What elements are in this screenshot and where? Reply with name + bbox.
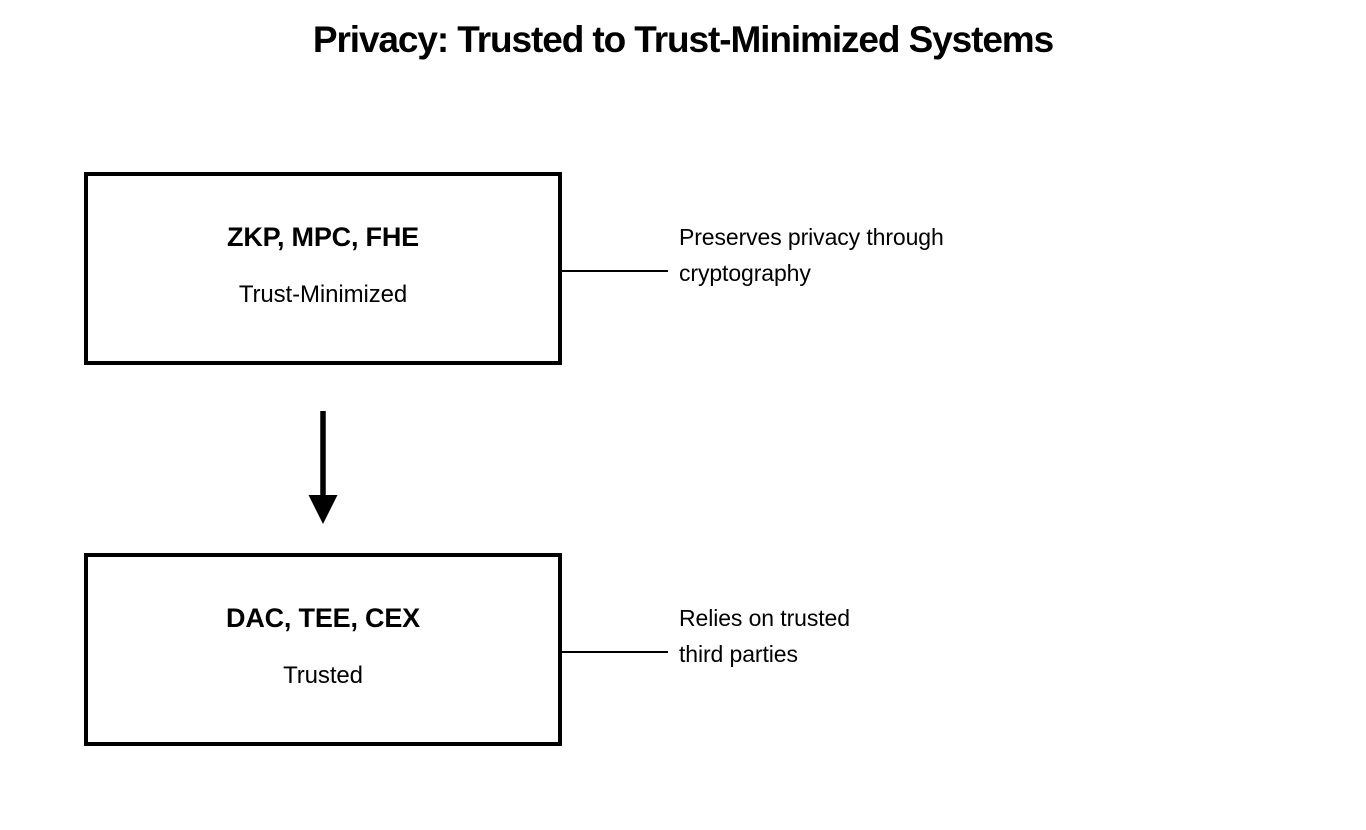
node-subtitle-trust-minimized: Trust-Minimized — [238, 281, 408, 308]
node-heading-trusted: DAC, TEE, CEX — [226, 603, 420, 633]
connector-line-trusted — [562, 651, 668, 653]
arrow-down-icon — [308, 411, 338, 524]
node-box-trusted: DAC, TEE, CEX Trusted — [84, 553, 562, 746]
annotation-line-1: Relies on trusted — [679, 605, 850, 631]
node-subtitle-trusted: Trusted — [283, 662, 363, 689]
annotation-line-1: Preserves privacy through — [679, 224, 944, 250]
page-title: Privacy: Trusted to Trust-Minimized Syst… — [312, 19, 1054, 60]
node-box-trust-minimized: ZKP, MPC, FHE Trust-Minimized — [84, 172, 562, 365]
annotation-trust-minimized: Preserves privacy through cryptography — [679, 219, 1099, 291]
annotation-trusted: Relies on trusted third parties — [679, 600, 1099, 672]
node-heading-trust-minimized: ZKP, MPC, FHE — [227, 222, 419, 252]
annotation-line-2: cryptography — [679, 260, 811, 286]
annotation-line-2: third parties — [679, 641, 798, 667]
arrow-head — [308, 495, 338, 524]
node-content-trust-minimized: ZKP, MPC, FHE Trust-Minimized — [88, 221, 558, 310]
connector-line-trust-minimized — [562, 270, 668, 272]
node-content-trusted: DAC, TEE, CEX Trusted — [88, 602, 558, 691]
